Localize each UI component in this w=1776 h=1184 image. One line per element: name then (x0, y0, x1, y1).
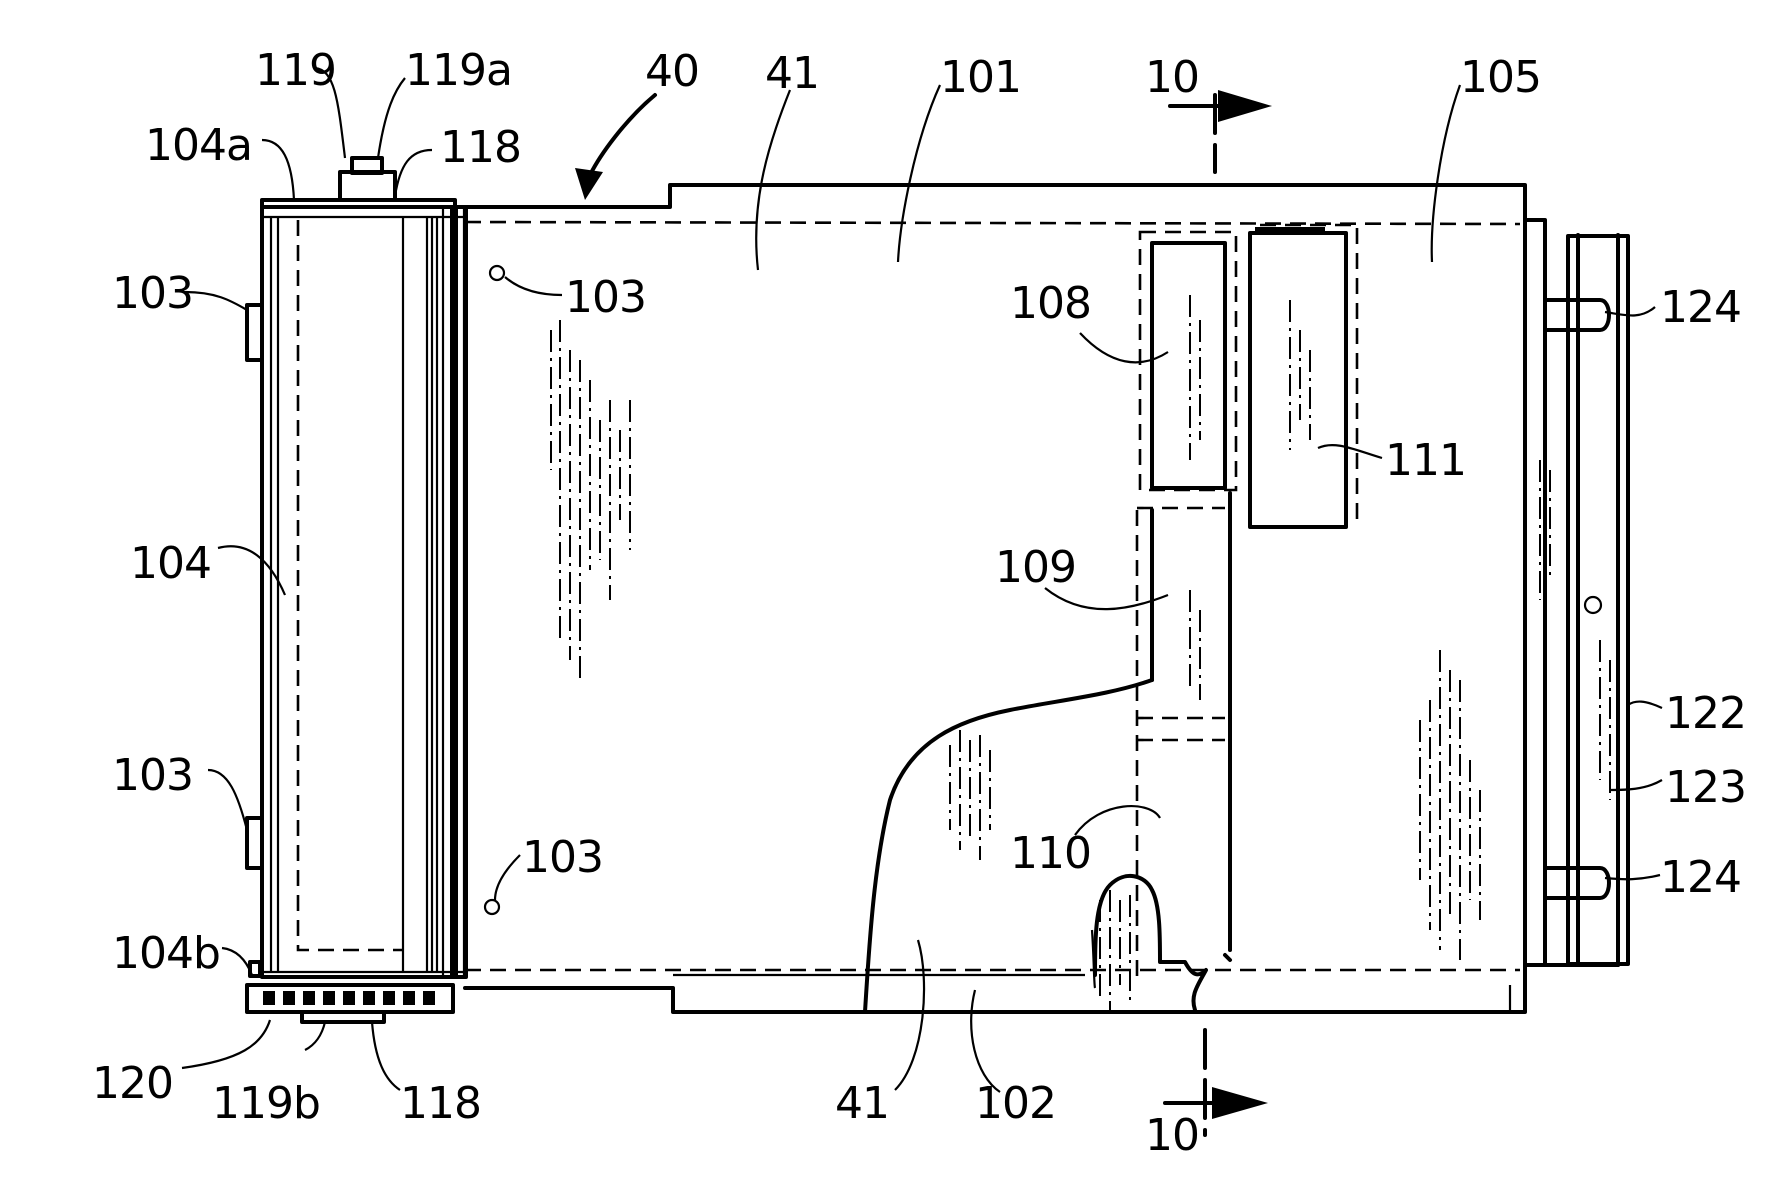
label-109: 109 (995, 542, 1076, 593)
label-10-top: 10 (1145, 52, 1199, 103)
label-40: 40 (645, 46, 699, 97)
label-119a: 119a (405, 45, 512, 96)
label-119: 119 (255, 45, 336, 96)
label-119b: 119b (212, 1078, 320, 1129)
shading (551, 295, 1610, 1010)
reference-labels: 119 119a 104a 118 40 41 101 10 105 103 1… (92, 45, 1746, 1161)
label-103-inner-bottom: 103 (522, 832, 603, 883)
label-103-left-bottom: 103 (112, 750, 193, 801)
label-120: 120 (92, 1058, 173, 1109)
label-103-inner-top: 103 (565, 272, 646, 323)
label-103-left-top: 103 (112, 268, 193, 319)
section-line (1165, 90, 1272, 1135)
roller-assembly (247, 158, 466, 1022)
label-105: 105 (1460, 52, 1541, 103)
label-122: 122 (1665, 688, 1746, 739)
label-104: 104 (130, 538, 211, 589)
label-124-bottom: 124 (1660, 852, 1741, 903)
cutaway-line (673, 680, 1206, 1012)
label-108: 108 (1010, 278, 1091, 329)
label-10-bottom: 10 (1145, 1110, 1199, 1161)
label-118-top: 118 (440, 122, 521, 173)
label-41-top: 41 (765, 48, 819, 99)
slot-109-110 (1137, 493, 1230, 980)
screw-holes (485, 266, 504, 914)
label-102: 102 (975, 1078, 1056, 1129)
label-104b: 104b (112, 928, 220, 979)
arrow-40 (575, 95, 655, 200)
hidden-edges (465, 222, 1520, 970)
label-123: 123 (1665, 762, 1746, 813)
slot-108 (1140, 232, 1236, 490)
label-41-bottom: 41 (835, 1078, 889, 1129)
label-124-top: 124 (1660, 282, 1741, 333)
slot-111 (1250, 225, 1357, 528)
label-111: 111 (1385, 435, 1466, 486)
label-118-bottom: 118 (400, 1078, 481, 1129)
label-104a: 104a (145, 120, 252, 171)
label-101: 101 (940, 52, 1021, 103)
label-110: 110 (1010, 828, 1091, 879)
